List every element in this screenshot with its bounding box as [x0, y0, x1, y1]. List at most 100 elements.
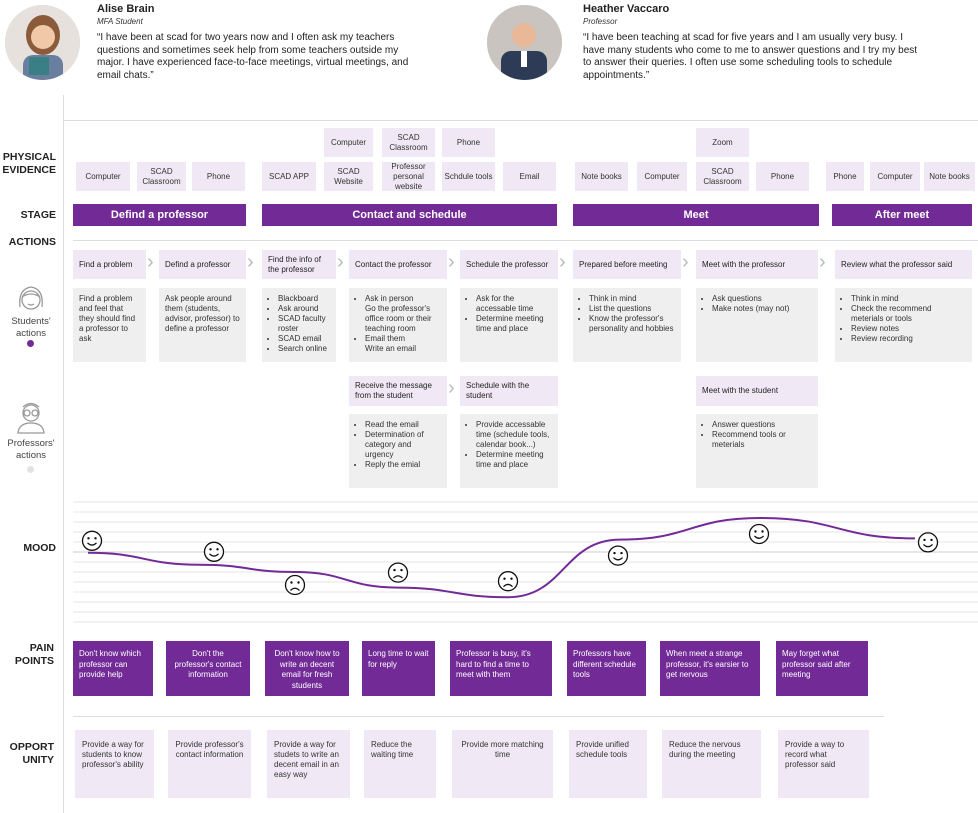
professor-action-step: Schedule with the student — [460, 376, 558, 406]
evidence-item: Computer — [324, 128, 373, 157]
evidence-item: Email — [503, 162, 556, 191]
action-detail-item: Think in mind — [851, 294, 966, 304]
action-detail-item: Answer questions — [712, 420, 812, 430]
action-detail-item: SCAD faculty roster — [278, 314, 330, 334]
professor-dot — [27, 466, 34, 473]
student-action-detail: Ask people around them (students, adviso… — [159, 288, 246, 362]
pain-opportunity-divider — [73, 716, 884, 717]
happy-face-icon — [917, 532, 939, 553]
arrow-right-icon: › — [559, 251, 566, 273]
professor-role: Professor — [583, 17, 618, 26]
happy-face-icon — [81, 530, 103, 551]
sad-face-icon — [497, 571, 519, 592]
evidence-item: Phone — [826, 162, 864, 191]
evidence-item: Computer — [870, 162, 920, 191]
action-detail-item: Check the recommend meterials or tools — [851, 304, 966, 324]
mood-curve — [87, 516, 916, 599]
opportunity-card: Provide more matching time — [452, 730, 553, 798]
student-action-detail: Ask questionsMake notes (may not) — [696, 288, 818, 362]
opportunity-card: Reduce the nervous during the meeting — [662, 730, 761, 798]
label-actions: ACTIONS — [8, 236, 56, 248]
evidence-item: Computer — [76, 162, 130, 191]
student-action-step: Schedule the professor — [460, 250, 558, 279]
action-detail-item: Determine meeting time and place — [476, 450, 552, 470]
evidence-item: Note books — [924, 162, 975, 191]
student-role: MFA Student — [97, 17, 143, 26]
happy-face-icon — [607, 545, 629, 566]
stage-bar: Defind a professor — [73, 204, 246, 226]
action-detail-item: Make notes (may not) — [712, 304, 812, 314]
stage-bar: Contact and schedule — [262, 204, 557, 226]
action-detail-item: Determine meeting time and place — [476, 314, 552, 334]
professor-icon — [15, 400, 47, 439]
students-actions-label: Students' actions — [11, 316, 51, 339]
actions-divider — [73, 240, 978, 241]
evidence-item: Phone — [442, 128, 495, 157]
action-detail-item: Ask around — [278, 304, 330, 314]
action-detail-item: SCAD email — [278, 334, 330, 344]
pain-point-card: When meet a strange professor, it's ears… — [660, 641, 760, 696]
opportunity-card: Provide a way for students to know profe… — [75, 730, 154, 798]
action-detail-item: Ask for the accessable time — [476, 294, 552, 314]
evidence-item: Phone — [756, 162, 809, 191]
student-action-step: Defind a professor — [159, 250, 246, 279]
student-action-step: Find a problem — [73, 250, 146, 279]
evidence-item: SCAD Classroom — [382, 128, 435, 157]
student-action-step: Meet with the professor — [696, 250, 818, 279]
student-action-step: Contact the professor — [349, 250, 447, 279]
arrow-right-icon: › — [448, 251, 455, 273]
student-action-step: Prepared before meeting — [573, 250, 681, 279]
arrow-right-icon: › — [819, 251, 826, 273]
pain-point-card: May forget what professor said after mee… — [776, 641, 868, 696]
opportunity-card: Provide a way for studets to write an de… — [267, 730, 350, 798]
action-detail-item: Ask questions — [712, 294, 812, 304]
happy-face-icon — [748, 523, 770, 545]
action-detail-item: Know the professor's personality and hob… — [589, 314, 675, 334]
pain-point-card: Professor is busy, it's hard to find a t… — [450, 641, 552, 696]
label-mood: MOOD — [23, 542, 56, 554]
opportunity-card: Provide a way to record what professor s… — [778, 730, 869, 798]
evidence-item: Zoom — [696, 128, 749, 157]
student-action-detail: Ask in person Go the professor's office … — [349, 288, 447, 362]
student-action-step: Find the info of the professor — [262, 250, 336, 279]
evidence-item: Professor personal website — [382, 162, 435, 191]
professor-name: Heather Vaccaro — [583, 3, 670, 15]
action-detail-item: Email them Write an email — [365, 334, 441, 354]
evidence-item: SCAD Website — [324, 162, 373, 191]
evidence-item: Schdule tools — [442, 162, 495, 191]
pain-point-card: Don't the professor's contact informatio… — [166, 641, 250, 696]
mood-chart — [73, 501, 978, 623]
label-physical-evidence: PHYSICAL EVIDENCE — [2, 151, 56, 176]
pain-point-card: Don't know how to write an decent email … — [265, 641, 349, 696]
label-stage: STAGE — [20, 209, 56, 221]
professor-action-step: Receive the message from the student — [349, 376, 447, 406]
evidence-item: SCAD Classroom — [696, 162, 749, 191]
top-divider — [63, 120, 978, 121]
sad-face-icon — [284, 574, 306, 596]
evidence-item: SCAD Classroom — [137, 162, 186, 191]
action-detail-item: List the questions — [589, 304, 675, 314]
student-action-detail: Find a problem and feel that they should… — [73, 288, 146, 362]
student-avatar — [5, 5, 80, 80]
action-detail-item: Reply the emial — [365, 460, 441, 470]
action-detail-item: Ask in person Go the professor's office … — [365, 294, 441, 334]
professor-action-step: Meet with the student — [696, 376, 818, 406]
sad-face-icon — [387, 562, 409, 583]
arrow-right-icon: › — [448, 377, 455, 399]
action-detail-item: Provide accessable time (schedule tools,… — [476, 420, 552, 450]
action-detail-item: Search online — [278, 344, 330, 354]
student-quote: “I have been at scad for two years now a… — [97, 32, 409, 81]
vertical-divider — [63, 95, 64, 813]
happy-face-icon — [203, 541, 225, 562]
action-detail-item: Think in mind — [589, 294, 675, 304]
action-detail-item: Blackboard — [278, 294, 330, 304]
arrow-right-icon: › — [682, 251, 689, 273]
arrow-right-icon: › — [337, 251, 344, 273]
arrow-right-icon: › — [147, 251, 154, 273]
evidence-item: Computer — [637, 162, 687, 191]
student-action-detail: Ask for the accessable timeDetermine mee… — [460, 288, 558, 362]
opportunity-card: Reduce the waiting time — [364, 730, 436, 798]
student-action-step: Review what the professor said — [835, 250, 972, 279]
label-opportunity: OPPORT UNITY — [9, 741, 54, 766]
pain-point-card: Professors have different schedule tools — [567, 641, 646, 696]
